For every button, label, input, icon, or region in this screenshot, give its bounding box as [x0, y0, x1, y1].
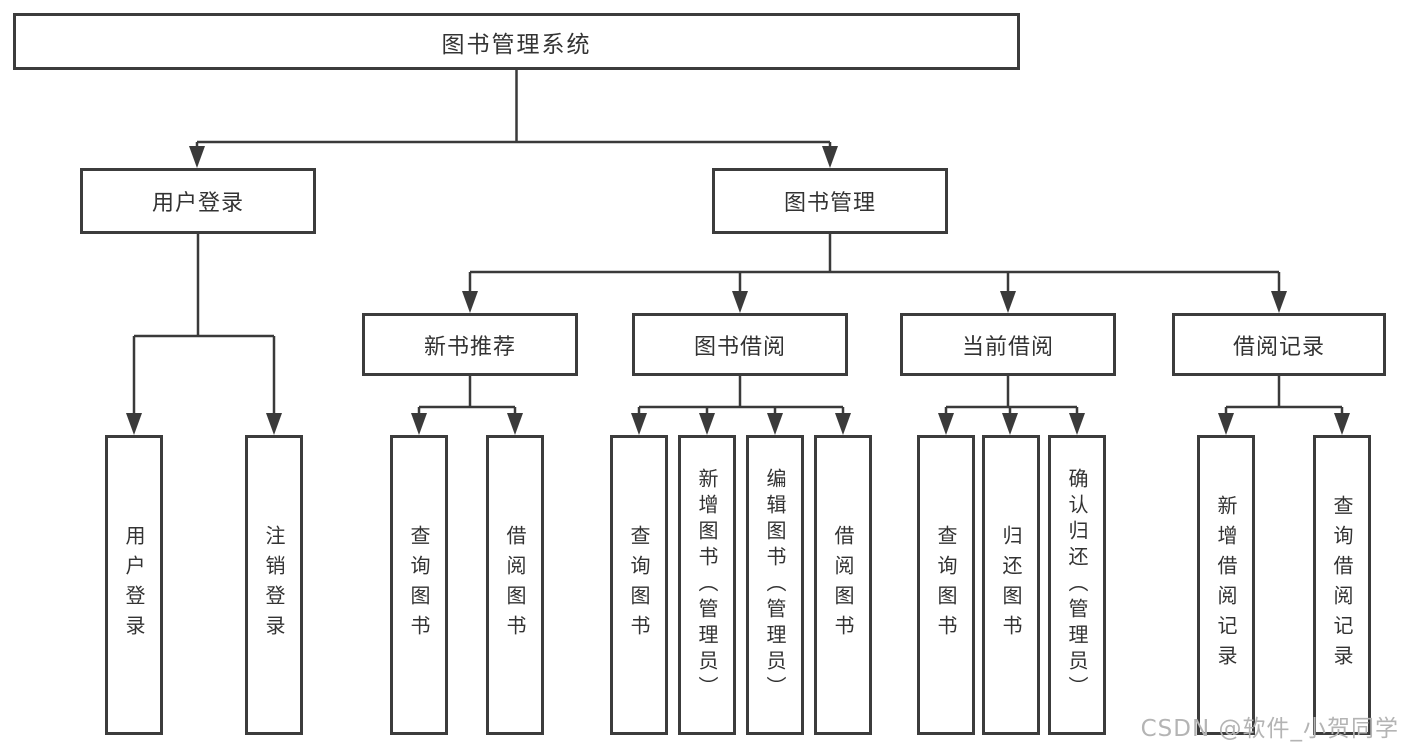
leaf-confirm-return-admin: 确认归还（管理员）	[1048, 435, 1106, 735]
leaf-query-borrow-record-label: 查询借阅记录	[1330, 495, 1354, 675]
arrowhead	[1218, 413, 1234, 435]
leaf-edit-book-admin-label: 编辑图书（管理员）	[763, 468, 787, 702]
connector-current-branch	[944, 376, 1079, 416]
leaf-add-borrow-record-label: 新增借阅记录	[1214, 495, 1238, 675]
node-borrow-records-label: 借阅记录	[1232, 334, 1325, 360]
leaf-borrow-books-borrowing: 借阅图书	[814, 435, 872, 735]
connector-bookmgmt-branch	[468, 233, 1281, 294]
leaf-borrow-books-borrowing-label: 借阅图书	[831, 525, 855, 645]
arrowhead	[767, 413, 783, 435]
node-book-borrowing: 图书借阅	[632, 313, 848, 376]
connector-arrowheads	[126, 146, 1350, 435]
arrowhead	[732, 291, 748, 313]
leaf-query-books-recommend-label: 查询图书	[407, 525, 431, 645]
leaf-user-login-label: 用户登录	[122, 525, 146, 645]
arrowhead	[266, 413, 282, 435]
leaf-add-book-admin-label: 新增图书（管理员）	[695, 468, 719, 702]
arrowhead	[1000, 291, 1016, 313]
node-root-library-system: 图书管理系统	[13, 13, 1020, 70]
arrowhead	[411, 413, 427, 435]
leaf-borrow-books-recommend: 借阅图书	[486, 435, 544, 735]
node-current-borrow-label: 当前借阅	[961, 334, 1054, 360]
connector-strokes	[132, 70, 1344, 416]
csdn-watermark: CSDN @软件_小贺同学	[1140, 716, 1399, 742]
leaf-add-book-admin: 新增图书（管理员）	[678, 435, 736, 735]
connector-newbooks-branch	[417, 376, 517, 416]
arrowhead	[938, 413, 954, 435]
leaf-return-book: 归还图书	[982, 435, 1040, 735]
leaf-query-books-current-label: 查询图书	[934, 525, 958, 645]
leaf-return-book-label: 归还图书	[999, 525, 1023, 645]
node-current-borrow: 当前借阅	[900, 313, 1116, 376]
leaf-logout: 注销登录	[245, 435, 303, 735]
leaf-logout-label: 注销登录	[262, 525, 286, 645]
node-user-login-label: 用户登录	[151, 191, 244, 216]
leaf-user-login: 用户登录	[105, 435, 163, 735]
connector-root-to-level2	[195, 70, 832, 149]
connector-userlogin-branch	[132, 233, 276, 416]
connector-records-branch	[1224, 376, 1344, 416]
leaf-add-borrow-record: 新增借阅记录	[1197, 435, 1255, 735]
arrowhead	[822, 146, 838, 168]
arrowhead	[1002, 413, 1018, 435]
leaf-query-books-borrowing: 查询图书	[610, 435, 668, 735]
leaf-borrow-books-recommend-label: 借阅图书	[503, 525, 527, 645]
node-book-management-label: 图书管理	[783, 191, 876, 216]
arrowhead	[1334, 413, 1350, 435]
leaf-query-borrow-record: 查询借阅记录	[1313, 435, 1371, 735]
leaf-confirm-return-admin-label: 确认归还（管理员）	[1065, 468, 1089, 702]
arrowhead	[1069, 413, 1085, 435]
arrowhead	[462, 291, 478, 313]
node-borrow-records: 借阅记录	[1172, 313, 1386, 376]
node-book-borrowing-label: 图书借阅	[693, 334, 786, 360]
node-root-label: 图书管理系统	[441, 31, 592, 58]
node-new-book-recommend-label: 新书推荐	[423, 334, 516, 360]
leaf-query-books-current: 查询图书	[917, 435, 975, 735]
node-new-book-recommend: 新书推荐	[362, 313, 578, 376]
arrowhead	[699, 413, 715, 435]
arrowhead	[631, 413, 647, 435]
arrowhead	[835, 413, 851, 435]
leaf-query-books-recommend: 查询图书	[390, 435, 448, 735]
arrowhead	[126, 413, 142, 435]
leaf-query-books-borrowing-label: 查询图书	[627, 525, 651, 645]
node-user-login: 用户登录	[80, 168, 316, 234]
arrowhead	[1271, 291, 1287, 313]
connector-borrowing-branch	[637, 376, 845, 416]
arrowhead	[507, 413, 523, 435]
node-book-management: 图书管理	[712, 168, 948, 234]
leaf-edit-book-admin: 编辑图书（管理员）	[746, 435, 804, 735]
arrowhead	[189, 146, 205, 168]
